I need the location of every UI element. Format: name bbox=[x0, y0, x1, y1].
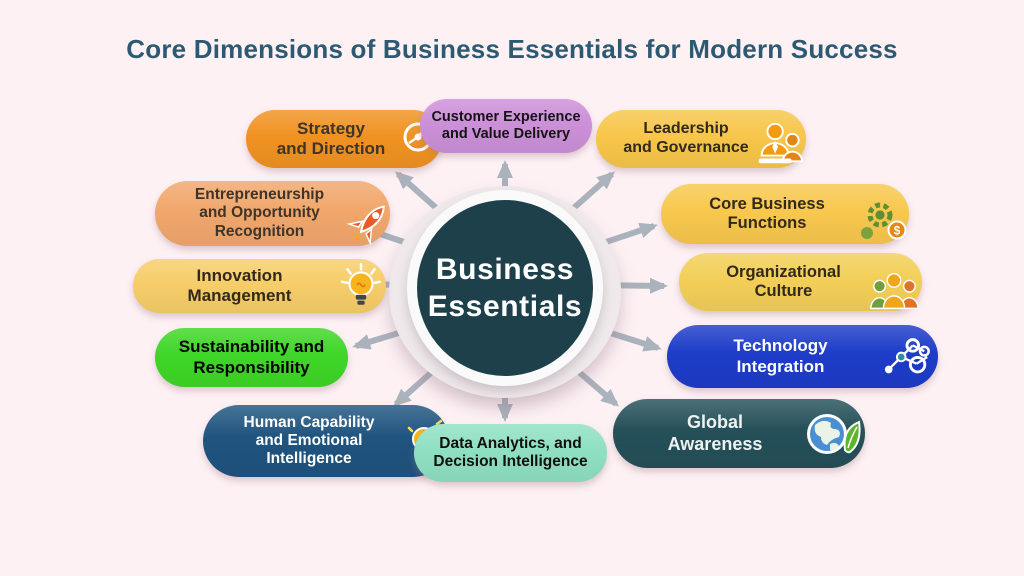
lightbulb-icon bbox=[338, 262, 384, 310]
page-title: Core Dimensions of Business Essentials f… bbox=[126, 34, 898, 64]
node-organizational-culture: Organizational Culture bbox=[679, 253, 922, 311]
rocket-icon bbox=[342, 197, 396, 249]
svg-text:$: $ bbox=[894, 224, 901, 238]
node-leadership-governance: Leadership and Governance bbox=[596, 110, 806, 168]
node-data-analytics: Data Analytics, and Decision Intelligenc… bbox=[414, 424, 607, 482]
node-label: Strategy and Direction bbox=[276, 118, 386, 158]
node-innovation-management: Innovation Management bbox=[133, 259, 386, 313]
node-customer-experience: Customer Experience and Value Delivery bbox=[420, 99, 592, 153]
center-node: Business Essentials bbox=[417, 200, 593, 376]
node-core-business-functions: Core Business Functions $ bbox=[661, 184, 909, 244]
node-global-awareness: Global Awareness bbox=[613, 399, 865, 468]
node-label: Human Capability and Emotional Intellige… bbox=[243, 413, 375, 468]
network-icon bbox=[881, 334, 933, 378]
node-label: Organizational Culture bbox=[726, 262, 841, 300]
node-label: Technology Integration bbox=[733, 336, 828, 376]
node-technology-integration: Technology Integration bbox=[667, 325, 938, 388]
node-entrepreneurship: Entrepreneurship and Opportunity Recogni… bbox=[155, 181, 390, 246]
center-label: Business Essentials bbox=[427, 252, 583, 324]
node-human-capability: Human Capability and Emotional Intellige… bbox=[203, 405, 449, 477]
node-label: Customer Experience and Value Delivery bbox=[431, 108, 581, 142]
node-label: Sustainability and Responsibility bbox=[178, 337, 325, 377]
gears-dollar-icon: $ bbox=[857, 196, 907, 244]
globe-leaf-icon bbox=[805, 410, 861, 458]
node-label: Core Business Functions bbox=[709, 194, 825, 232]
node-label: Data Analytics, and Decision Intelligenc… bbox=[433, 434, 588, 470]
node-label: Innovation Management bbox=[187, 265, 292, 305]
node-sustainability: Sustainability and Responsibility bbox=[155, 328, 348, 387]
node-label: Global Awareness bbox=[667, 412, 763, 454]
node-label: Leadership and Governance bbox=[623, 120, 749, 156]
people-icon bbox=[752, 121, 804, 167]
team-icon bbox=[868, 271, 920, 313]
node-strategy-direction: Strategy and Direction bbox=[246, 110, 442, 168]
node-label: Entrepreneurship and Opportunity Recogni… bbox=[194, 186, 325, 240]
